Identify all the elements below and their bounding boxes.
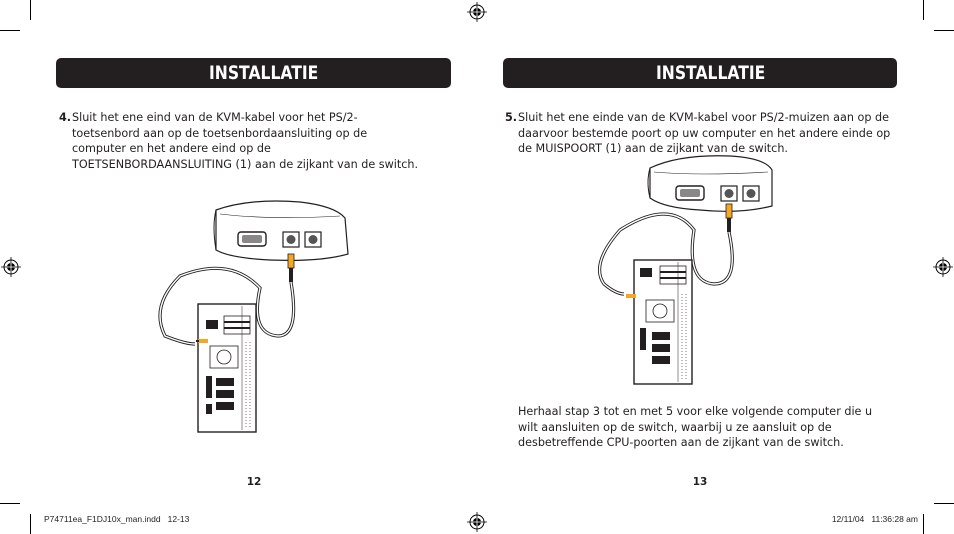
- right-page-header: INSTALLATIE: [503, 58, 897, 88]
- crop-mark: [934, 503, 954, 504]
- timestamp: 12/11/04 11:36:28 am: [831, 514, 918, 524]
- left-page-number: 12: [246, 476, 262, 488]
- left-step-4: 4. Sluit het ene eind van de KVM-kabel v…: [59, 110, 424, 172]
- mouse-connection-illustration: [597, 155, 773, 385]
- crop-mark: [0, 30, 20, 31]
- registration-mark-icon: [933, 257, 953, 277]
- step-text: Sluit het ene eind van de KVM-kabel voor…: [72, 111, 419, 171]
- crop-mark: [30, 514, 31, 534]
- left-page-header-text: INSTALLATIE: [209, 62, 319, 84]
- step-number: 4.: [59, 111, 72, 124]
- crop-mark: [923, 0, 924, 20]
- crop-mark: [30, 0, 31, 20]
- file-info: P74711ea_F1DJ10x_man.indd 12-13: [44, 514, 190, 524]
- right-note-paragraph: Herhaal stap 3 tot en met 5 voor elke vo…: [518, 405, 873, 449]
- crop-mark: [934, 30, 954, 31]
- keyboard-connection-illustration: [158, 200, 349, 433]
- registration-mark-icon: [467, 512, 487, 532]
- right-page-header-text: INSTALLATIE: [656, 62, 766, 84]
- registration-mark-icon: [1, 257, 21, 277]
- step-number: 5.: [505, 111, 518, 124]
- left-page-header: INSTALLATIE: [56, 58, 451, 88]
- right-step-5: 5. Sluit het ene einde van de KVM-kabel …: [505, 110, 900, 157]
- registration-mark-icon: [467, 2, 487, 22]
- crop-mark: [923, 514, 924, 534]
- right-page-number: 13: [692, 476, 708, 488]
- step-text: Sluit het ene einde van de KVM-kabel voo…: [518, 111, 891, 155]
- crop-mark: [0, 503, 20, 504]
